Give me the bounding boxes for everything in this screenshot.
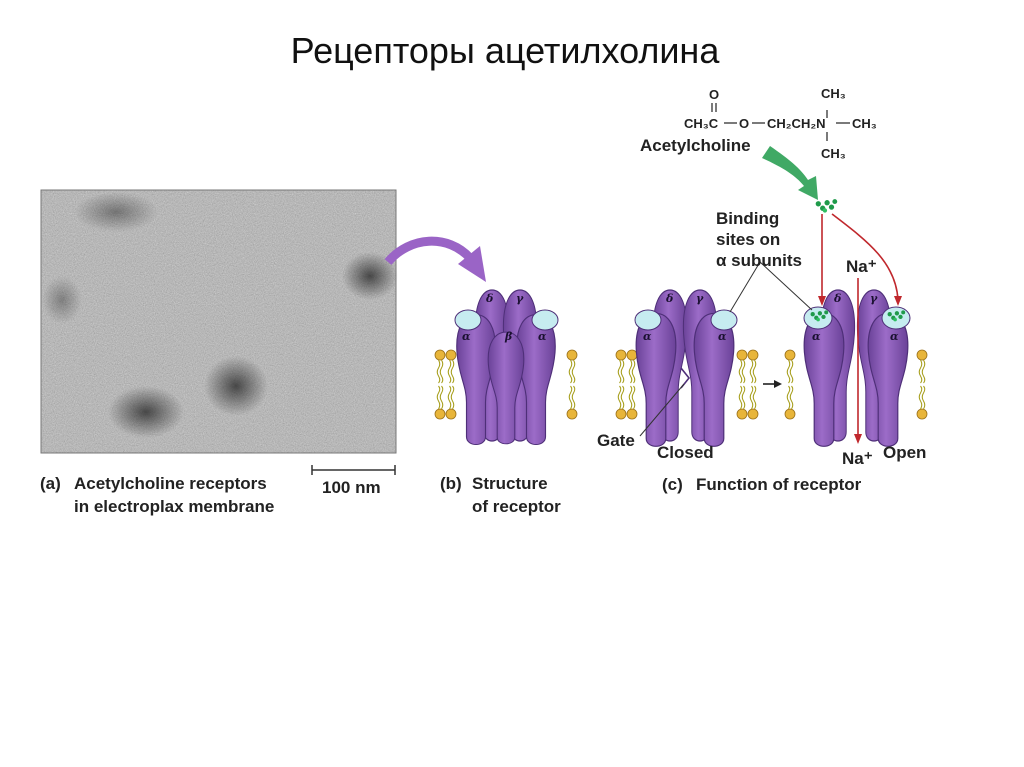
ion-arrowheads [818, 296, 902, 444]
subunit-gamma-b: γ [516, 292, 524, 305]
caption-a-tag: (a) [40, 474, 61, 493]
subunit-delta-open: δ [833, 292, 841, 305]
acetylcholine-label: Acetylcholine [640, 136, 751, 155]
caption-a-line1: Acetylcholine receptors [74, 474, 267, 493]
acetylcholine-formula: O CH₃C O CH₂CH₂N CH₃ CH₃ CH₃ [684, 86, 877, 161]
formula-ch3-top: CH₃ [821, 86, 846, 101]
binding-sites-label-2: sites on [716, 230, 780, 249]
receptor-open: δ γ α α [803, 289, 911, 447]
acetylcholine-arrow [762, 146, 818, 200]
caption-b-line1: Structure [472, 474, 548, 493]
binding-sites-label-3: α subunits [716, 251, 802, 270]
caption-c-tag: (c) [662, 475, 683, 494]
formula-o-link: O [739, 116, 749, 131]
subunit-alpha-closed-right: α [718, 330, 727, 343]
formula-ch3c: CH₃C [684, 116, 719, 131]
closed-label: Closed [657, 443, 714, 462]
electron-micrograph [40, 189, 398, 454]
formula-o-double: O [709, 87, 719, 102]
magnify-arrow [384, 236, 486, 282]
subunit-alpha-open-right: α [890, 330, 899, 343]
subunit-gamma-open: γ [870, 292, 878, 305]
subunit-alpha-open-left: α [812, 330, 821, 343]
formula-chain: CH₂CH₂N [767, 116, 826, 131]
caption-b-line2: of receptor [472, 497, 561, 516]
ion-label-bottom: Na⁺ [842, 449, 873, 468]
transition-arrow [763, 380, 782, 388]
ion-label-top: Na⁺ [846, 257, 877, 276]
caption-a-line2: in electroplax membrane [74, 497, 274, 516]
gate-label: Gate [597, 431, 635, 450]
ion-arrows [821, 213, 899, 438]
subunit-gamma-closed: γ [696, 292, 704, 305]
scale-bar-label: 100 nm [322, 478, 381, 497]
scale-bar [311, 465, 396, 475]
subunit-delta-b: δ [485, 292, 493, 305]
receptor-closed: δ γ α α [634, 289, 738, 447]
formula-ch3-bottom: CH₃ [821, 146, 846, 161]
subunit-alpha-b-right: α [538, 330, 547, 343]
leader-lines [639, 261, 813, 437]
acetylcholine-molecule [815, 199, 838, 213]
slide-title: Рецепторы ацетилхолина [290, 30, 720, 71]
open-label: Open [883, 443, 926, 462]
caption-c-text: Function of receptor [696, 475, 862, 494]
binding-sites-label-1: Binding [716, 209, 779, 228]
formula-ch3-right: CH₃ [852, 116, 877, 131]
caption-b-tag: (b) [440, 474, 462, 493]
subunit-alpha-closed-left: α [643, 330, 652, 343]
subunit-alpha-b-left: α [462, 330, 471, 343]
subunit-beta-b: β [504, 330, 513, 343]
receptor-structure: δ γ α β α [454, 289, 559, 446]
subunit-delta-closed: δ [665, 292, 673, 305]
